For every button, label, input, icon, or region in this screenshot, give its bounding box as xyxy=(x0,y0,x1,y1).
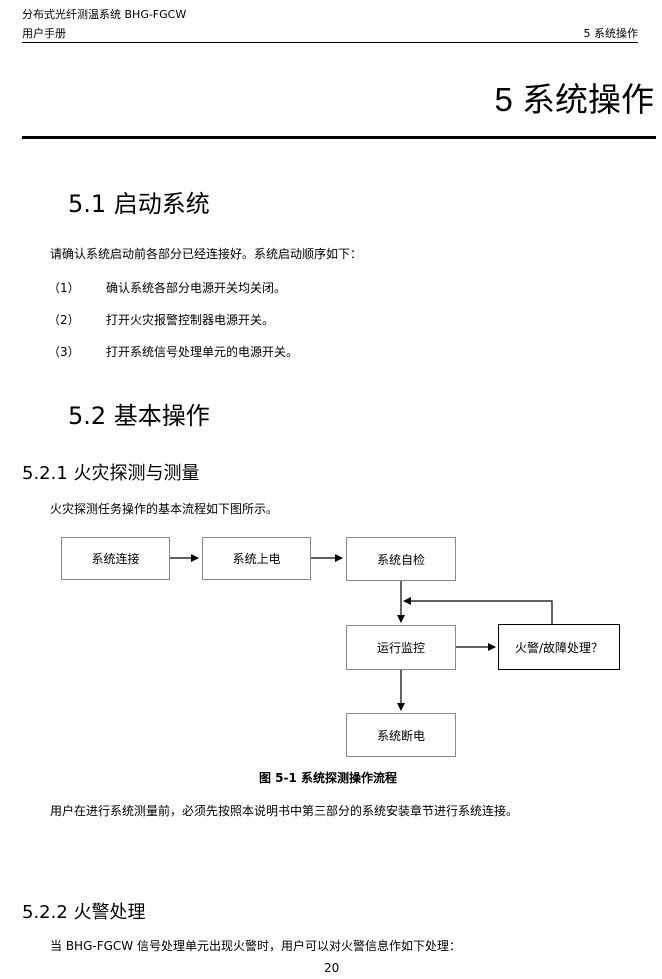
page-number: 20 xyxy=(324,961,340,975)
flow-box-connect: 系统连接 xyxy=(61,537,170,580)
section-5-2-2-intro: 当 BHG-FGCW 信号处理单元出现火警时，用户可以对火警信息作如下处理： xyxy=(50,939,461,953)
header-manual: 用户手册 xyxy=(22,27,66,40)
chapter-title: 5 系统操作 xyxy=(494,81,654,118)
flow-box-power-off: 系统断电 xyxy=(346,713,456,757)
header-section: 5 系统操作 xyxy=(583,27,639,40)
flow-box-power-on: 系统上电 xyxy=(202,537,311,580)
flow-box-power-on-label: 系统上电 xyxy=(232,552,281,566)
section-5-2-1-heading: 5.2.1 火灾探测与测量 xyxy=(22,463,200,484)
flow-box-connect-label: 系统连接 xyxy=(91,552,140,566)
flow-box-alarm-label: 火警/故障处理？ xyxy=(514,640,604,655)
section-5-2-1-intro: 火灾探测任务操作的基本流程如下图所示。 xyxy=(50,502,279,516)
section-5-2-2-heading: 5.2.2 火警处理 xyxy=(22,902,146,923)
header-product: 分布式光纤测温系统 BHG-FGCW xyxy=(22,8,187,21)
chapter-rule xyxy=(22,136,656,139)
flow-box-monitor: 运行监控 xyxy=(346,625,456,670)
step-2-text: 打开火灾报警控制器电源开关。 xyxy=(106,313,275,327)
flow-box-self-check: 系统自检 xyxy=(346,537,456,581)
step-1-text: 确认系统各部分电源开关均关闭。 xyxy=(106,281,287,295)
section-5-2-heading: 5.2 基本操作 xyxy=(68,402,210,430)
header-divider xyxy=(22,42,638,43)
section-5-1-heading: 5.1 启动系统 xyxy=(68,190,210,218)
step-3-text: 打开系统信号处理单元的电源开关。 xyxy=(106,345,299,359)
step-1-number: （1） xyxy=(48,281,80,295)
section-5-2-1-note: 用户在进行系统测量前，必须先按照本说明书中第三部分的系统安装章节进行系统连接。 xyxy=(50,804,519,818)
flow-box-alarm: 火警/故障处理？ xyxy=(498,624,620,670)
step-2-number: （2） xyxy=(48,313,80,327)
arrow-alarm-feedback xyxy=(403,597,553,624)
step-3-number: （3） xyxy=(48,345,80,359)
figure-caption: 图 5-1 系统探测操作流程 xyxy=(259,771,398,785)
section-5-1-intro: 请确认系统启动前各部分已经连接好。系统启动顺序如下： xyxy=(50,247,363,261)
flow-box-power-off-label: 系统断电 xyxy=(376,728,425,743)
flow-box-self-check-label: 系统自检 xyxy=(376,552,425,567)
flow-box-monitor-label: 运行监控 xyxy=(376,641,425,655)
